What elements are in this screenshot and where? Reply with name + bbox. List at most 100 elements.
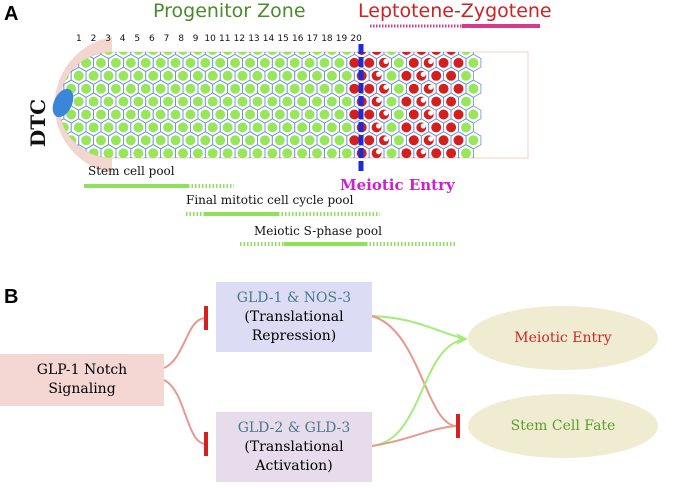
gld2-line2: (Translational (244, 438, 344, 455)
germ-cell-nucleus (282, 70, 293, 81)
gld1-line2: (Translational (244, 308, 344, 325)
leptotene-zygotene-title: Leptotene-Zygotene (358, 0, 552, 22)
germ-cell-nucleus (207, 70, 218, 81)
germ-cell-nucleus (178, 96, 188, 107)
cell-diameter-number: 16 (292, 34, 304, 44)
germ-cell-nucleus (125, 83, 136, 94)
germ-cell-nucleus (326, 148, 337, 158)
germ-cell-nucleus (289, 109, 300, 120)
germ-cell-nucleus (148, 96, 159, 107)
germ-cell-nucleus (304, 57, 315, 68)
germ-cell-nucleus (222, 96, 233, 107)
crescent-nucleus-cutout (376, 149, 382, 155)
dtc-cap (55, 38, 112, 172)
germ-cell-nucleus (371, 52, 382, 55)
germ-cell-nucleus (386, 52, 397, 55)
germ-cell-nucleus (178, 148, 188, 158)
germ-cell-nucleus (274, 57, 285, 68)
germ-cell-nucleus (207, 96, 218, 107)
germ-cell-nucleus (222, 148, 233, 158)
germ-cell-nucleus (88, 70, 99, 81)
germ-cell-nucleus (252, 96, 263, 107)
germ-cell-nucleus (200, 135, 211, 146)
germ-cell-nucleus (341, 148, 352, 158)
germ-cell-nucleus (96, 83, 106, 94)
germ-cell-nucleus (401, 70, 412, 81)
germ-cell-nucleus (334, 109, 345, 120)
germ-cell-nucleus (73, 70, 84, 81)
germ-cell-nucleus (461, 148, 471, 158)
germ-cell-nucleus (207, 52, 218, 55)
crescent-nucleus-cutout (428, 84, 434, 90)
germ-cell-nucleus (215, 135, 226, 146)
germ-cell-nucleus (66, 109, 77, 120)
germ-cell-nucleus (237, 122, 248, 133)
germ-cell-nucleus (155, 135, 166, 146)
germ-cell-nucleus (140, 83, 151, 94)
germ-cell-nucleus (148, 70, 159, 81)
germ-cell-nucleus (118, 96, 129, 107)
germ-cell-nucleus (267, 96, 278, 107)
germ-cell-nucleus (178, 70, 188, 81)
germ-cell-nucleus (304, 83, 315, 94)
germ-cell-nucleus (386, 122, 397, 133)
germ-cell-nucleus (364, 57, 375, 68)
germ-cell-nucleus (282, 148, 293, 158)
crescent-nucleus-cutout (420, 123, 426, 129)
germ-cell-nucleus (252, 148, 263, 158)
germ-cell-nucleus (200, 57, 211, 68)
cell-diameter-number: 10 (204, 34, 216, 44)
germ-cell-nucleus (446, 70, 457, 81)
germ-cell-nucleus (282, 96, 293, 107)
germ-cell-nucleus (103, 148, 114, 158)
germ-cell-nucleus (252, 70, 263, 81)
germ-cell-nucleus (282, 52, 293, 55)
germ-cell-nucleus (96, 57, 106, 68)
gld2-to-meiotic-curve (371, 338, 467, 447)
germ-cell-nucleus (334, 83, 345, 94)
germ-cell-nucleus (237, 148, 248, 158)
germ-cell-nucleus (88, 122, 99, 133)
germ-cell-nucleus (431, 148, 442, 158)
germ-cell-nucleus (222, 122, 233, 133)
germ-cell-nucleus (125, 109, 136, 120)
crescent-nucleus-cutout (383, 58, 389, 64)
germ-cell-nucleus (155, 109, 166, 120)
germ-cell-nucleus (133, 70, 144, 81)
germ-cell-nucleus (304, 109, 315, 120)
germ-cell-nucleus (222, 70, 233, 81)
crescent-nucleus-cutout (428, 110, 434, 116)
germ-cell-nucleus (461, 52, 471, 55)
germ-cell-nucleus (192, 52, 203, 55)
crescent-nucleus-cutout (420, 71, 426, 77)
crescent-nucleus-cutout (383, 110, 389, 116)
germ-cell-nucleus (341, 122, 352, 133)
germ-cell-nucleus (230, 109, 241, 120)
germ-cell-nucleus (215, 57, 226, 68)
cell-diameter-number: 1 (76, 34, 82, 44)
germ-cell-nucleus (349, 109, 360, 120)
germ-cell-nucleus (140, 109, 151, 120)
germ-cell-nucleus (401, 148, 412, 158)
germ-cell-nucleus (431, 122, 442, 133)
crescent-nucleus-cutout (420, 149, 426, 155)
germ-cell-nucleus (319, 109, 330, 120)
germ-cell-nucleus (259, 83, 270, 94)
germ-cell-nucleus (453, 109, 464, 120)
germ-cell-nucleus (245, 83, 255, 94)
cell-diameter-number: 6 (149, 34, 155, 44)
gld1-to-meiotic-curve (371, 315, 467, 340)
final-mitotic-pool-label: Final mitotic cell cycle pool (186, 193, 354, 207)
germ-cell-nucleus (192, 122, 203, 133)
crescent-nucleus-cutout (428, 58, 434, 64)
gld2-line3: Activation) (255, 457, 333, 474)
germ-cell-nucleus (326, 96, 337, 107)
gld1-to-stem-curve (371, 315, 457, 427)
germ-cell-nucleus (230, 135, 241, 146)
germ-cell-nucleus (289, 135, 300, 146)
cell-diameter-number: 13 (248, 34, 260, 44)
germ-cell-nucleus (81, 57, 92, 68)
germ-cell-nucleus (185, 83, 196, 94)
